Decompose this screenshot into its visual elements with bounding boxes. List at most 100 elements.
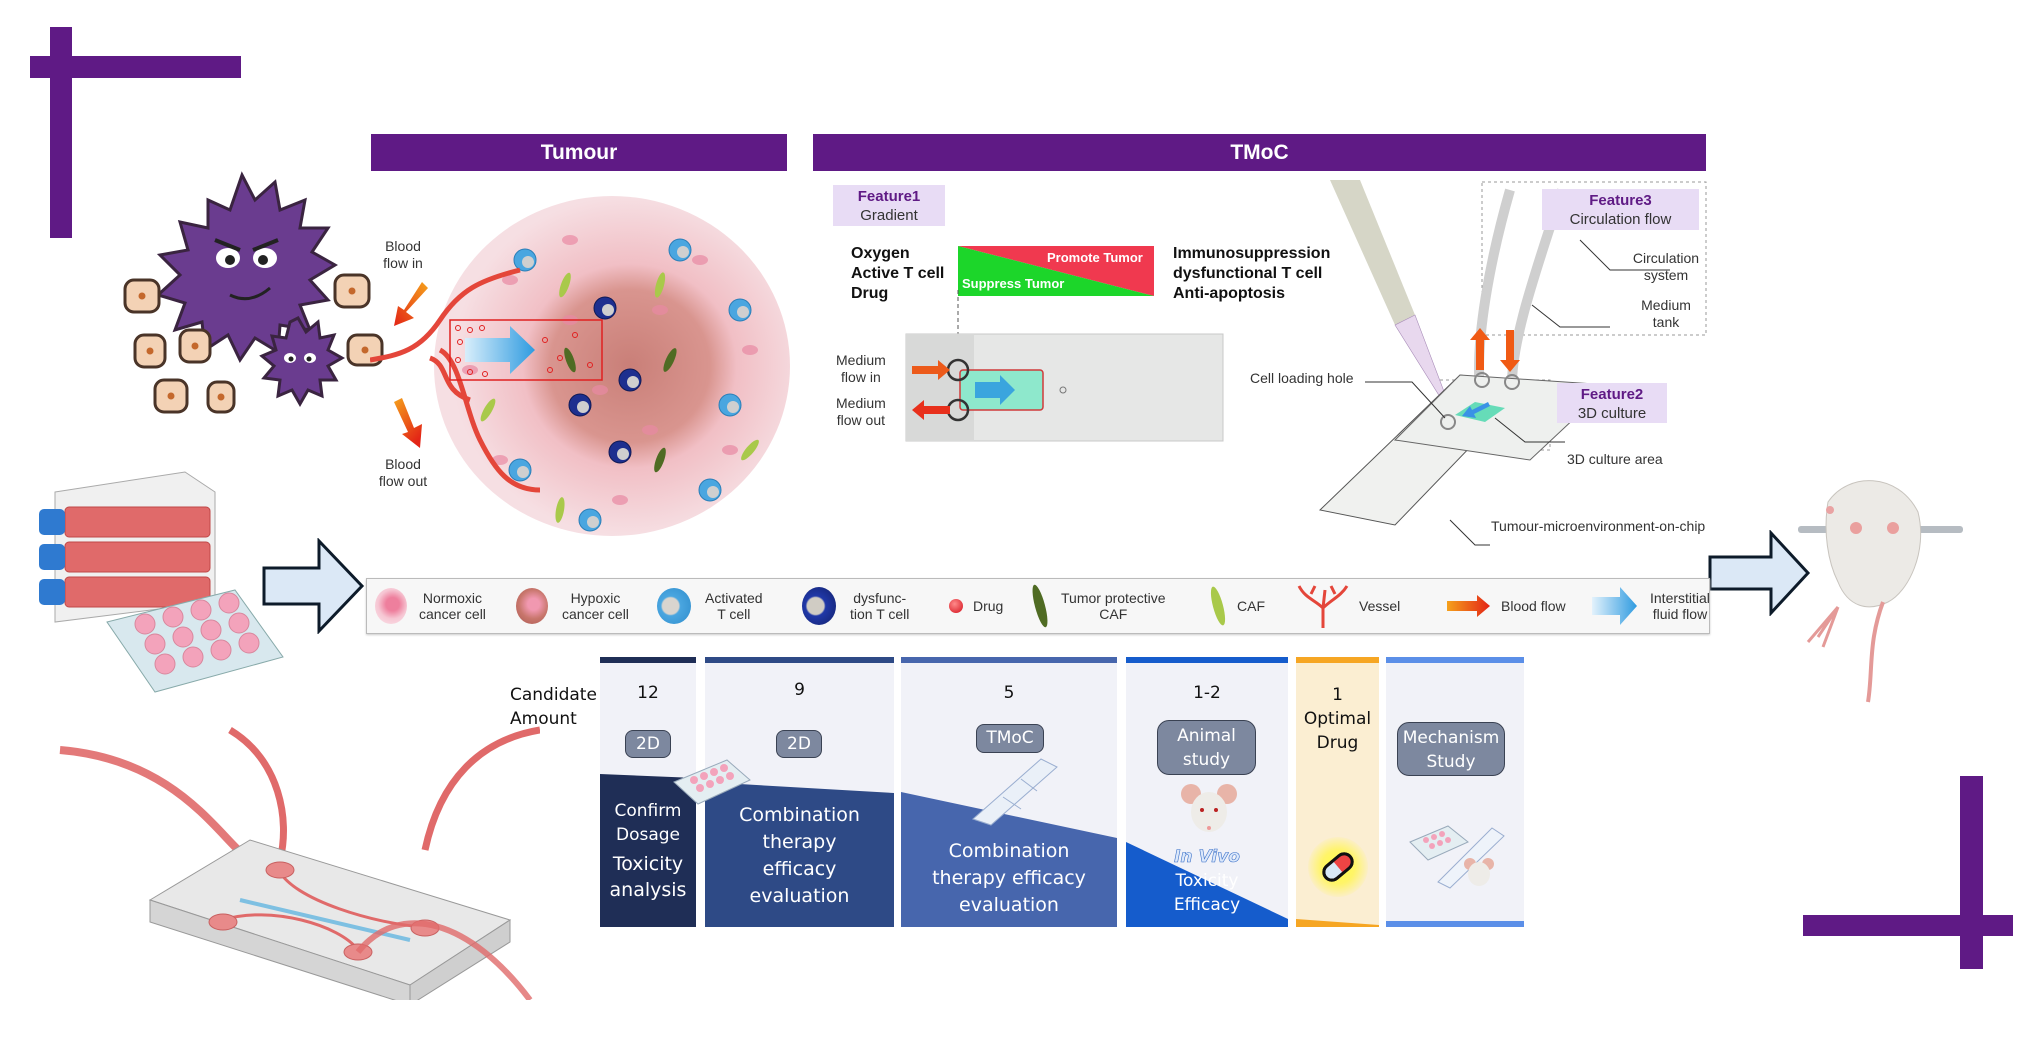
chip-label: Tumour-microenvironment-on-chip [1491, 518, 1706, 534]
corner-bracket-top-left-horizontal [30, 56, 241, 78]
tmoc-chip-top-view [905, 290, 1224, 442]
stage-2-dark-area [705, 782, 894, 927]
stage-3-model-badge: TMoC [976, 724, 1044, 753]
cell-loading-hole-label: Cell loading hole [1250, 370, 1354, 386]
tmoc-chip-icon [972, 758, 1058, 826]
corner-bracket-top-left-vertical [50, 27, 72, 238]
drug-icon [949, 599, 963, 613]
stage-1-top-bar [600, 657, 696, 663]
stage-5-top-bar [1296, 657, 1379, 663]
progress-arrow-right [1708, 530, 1811, 616]
culture-flow-arrow-icon [1462, 402, 1490, 418]
stage-2-model-badge: 2D [776, 730, 822, 758]
tmoc-chip-3d-illustration [1318, 180, 1707, 546]
corner-bracket-bottom-right-vertical [1960, 776, 1983, 969]
activated-t-cell-icon [657, 588, 691, 624]
suppress-tumor-label: Suppress Tumor [962, 276, 1065, 291]
stage-6-bottom-bar [1386, 921, 1524, 927]
hypoxic-cancer-cell-icon [516, 588, 548, 624]
tumor-protective-cafs [564, 347, 677, 473]
mouse-face-icon [1181, 784, 1237, 832]
virus-cartoon [123, 171, 384, 414]
legend-item-caf: CAF [1207, 585, 1265, 627]
culture-area-label: 3D culture area [1567, 451, 1663, 467]
stage-1-dark-area [600, 774, 696, 927]
medium-in-arrow-icon [912, 360, 950, 380]
feature2-badge: Feature2 3D culture [1557, 383, 1667, 423]
tumour-header: Tumour [371, 134, 787, 171]
caf-cells [480, 272, 759, 523]
up-flow-arrow-icon [1470, 328, 1490, 370]
stage-6-top-bar [1386, 657, 1524, 663]
blood-flow-in-arrow-icon [394, 282, 428, 326]
down-flow-arrow-icon [1500, 330, 1520, 372]
stage-2-top-bar [705, 657, 894, 663]
stage-2-count: 9 [794, 680, 805, 700]
stage-3-count: 5 [1003, 683, 1015, 703]
organ-on-chip-illustration [59, 726, 540, 1000]
legend-item-drug: Drug [949, 598, 1003, 614]
stage-1-count: 12 [637, 683, 659, 703]
vessel-icon [1297, 585, 1349, 628]
promote-tumor-label: Promote Tumor [1047, 250, 1143, 265]
normoxic-cancer-cell-icon [375, 588, 407, 624]
cell-culture-flasks-and-plate [39, 471, 284, 693]
stage-3-dark-area [901, 792, 1117, 927]
dysfunction-t-cell-icon [802, 587, 836, 625]
stage-4-top-bar [1126, 657, 1288, 663]
stage-3-top-bar [901, 657, 1117, 663]
feature3-dashed-box [1481, 181, 1707, 336]
mouse-hanging-illustration [1798, 480, 1963, 703]
interstitial-flow-arrow-icon [465, 326, 535, 374]
corner-bracket-bottom-right-horizontal [1803, 915, 2013, 936]
blood-flow-arrow-icon [1447, 595, 1490, 617]
caf-icon [1207, 585, 1229, 627]
legend-item-dysfunction-t-cell: dysfunc-tion T cell [802, 587, 909, 625]
medium-out-arrow-icon [912, 400, 950, 420]
tumour-sphere-illustration [370, 196, 790, 536]
feature3-badge: Feature3 Circulation flow [1542, 189, 1699, 230]
gradient-triangle [958, 246, 1154, 296]
stage-4-count: 1-2 [1193, 683, 1221, 703]
interstitial-flow-arrow-icon [1592, 587, 1637, 625]
tmoc-header: TMoC [813, 134, 1706, 171]
legend-item-vessel: Vessel [1295, 584, 1400, 628]
stage-1-model-badge: 2D [625, 730, 671, 758]
progress-arrow-left [262, 538, 365, 634]
well-plate-icon [673, 759, 751, 805]
big-virus-icon [155, 171, 338, 363]
stage-4-dark-area [1126, 842, 1288, 927]
feature1-badge: Feature1 Gradient [833, 185, 945, 226]
interstitial-flow-box [449, 319, 603, 381]
legend-item-blood-flow: Blood flow [1447, 594, 1566, 618]
stage-5-bottom-bar [1296, 919, 1379, 927]
optimal-drug-pill-icon [1322, 852, 1354, 882]
